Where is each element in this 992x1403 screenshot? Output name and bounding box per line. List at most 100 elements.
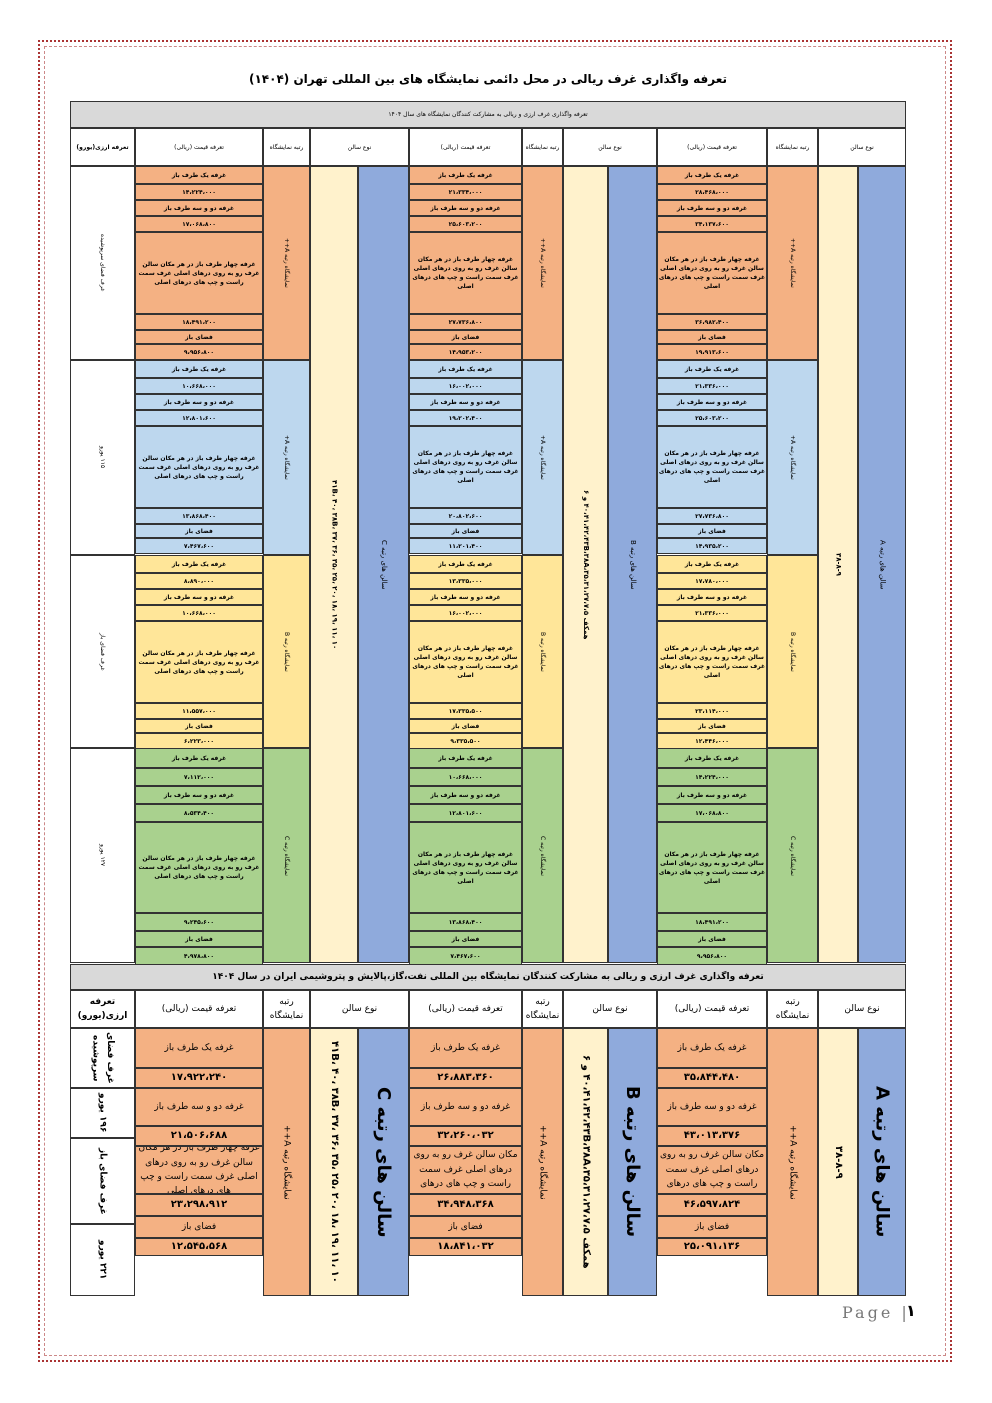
price-A-0-3: ۱۹،۹۱۳،۶۰۰: [657, 344, 767, 360]
row-label-open-B-1-text: فضای باز: [451, 527, 480, 535]
price-C-2-0: ۸،۸۹۰،۰۰۰: [135, 573, 263, 589]
price-B-1-0: ۱۶،۰۰۲،۰۰۰: [409, 378, 522, 394]
price-A-2-1-text: ۲۱،۳۳۶،۰۰۰: [695, 609, 729, 617]
rank-B-1: نمایشگاه رتبه A+: [522, 360, 563, 555]
header2-hall-type-C: نوع سالن: [310, 990, 409, 1028]
row-label-four-A-0-text: غرفه چهار طرف باز در هر مکان سالن غرف رو…: [658, 256, 766, 290]
hall2-name-B-text: سالن های رتبه B: [622, 1086, 643, 1238]
header-currency: تعرفه ارزی(یورو): [70, 128, 135, 166]
rank-B-0: نمایشگاه رتبه A++: [522, 166, 563, 360]
hall2-name-A-text: سالن های رتبه A: [871, 1086, 893, 1238]
price2-B-0: ۲۶،۸۸۳،۳۶۰: [409, 1068, 522, 1088]
price-B-2-3-text: ۹،۳۳۵،۵۰۰: [450, 737, 481, 745]
rank-C-3: نمایشگاه رتبه C: [263, 748, 310, 963]
currency2-3: ۲۲۱ یورو: [70, 1224, 135, 1296]
row-label-four-B-1: غرفه چهار طرف باز در هر مکان سالن غرف رو…: [409, 426, 522, 508]
row-label-one-B-0-text: غرفه یک طرف باز: [438, 171, 493, 179]
price-C-1-2: ۱۳،۸۶۸،۴۰۰: [135, 508, 263, 524]
row-label-open-C-2-text: فضای باز: [185, 722, 213, 730]
price-C-3-2-text: ۹،۲۴۵،۶۰۰: [183, 918, 215, 926]
price-A-1-2: ۲۷،۷۳۶،۸۰۰: [657, 508, 767, 524]
row-label-two-B-3-text: غرفه دو و سه طرف باز: [430, 791, 501, 799]
price-A-2-2: ۲۳،۱۱۴،۰۰۰: [657, 703, 767, 719]
price-B-0-1-text: ۲۵،۶۰۳،۲۰۰: [448, 220, 483, 228]
row-label-open-C-2: فضای باز: [135, 719, 263, 733]
row-label-one-A-2: غرفه یک طرف باز: [657, 555, 767, 573]
price-B-0-0: ۲۱،۳۳۴،۰۰۰: [409, 184, 522, 200]
row-label-four-B-3-text: غرفه چهار طرف باز در هر مکان سالن غرف رو…: [412, 850, 519, 885]
hall-numbers-A-text: ۳۸-۸-۹: [834, 553, 843, 576]
header-rank-C-text: رتبه نمایشگاه: [269, 143, 304, 151]
row-label-two-C-3: غرفه دو و سه طرف باز: [135, 786, 263, 804]
row-label-four-B-0: غرفه چهار طرف باز در هر مکان سالن غرف رو…: [409, 232, 522, 314]
rank-C-3-text: نمایشگاه رتبه C: [283, 835, 290, 876]
row-label-open-A-3: فضای باز: [657, 931, 767, 947]
table1-caption-text: تعرفه واگذاری غرف ارزی و ریالی به مشارکت…: [388, 111, 588, 118]
row2-label-open-C: فضای باز: [135, 1216, 263, 1238]
row-label-four-A-2: غرفه چهار طرف باز در هر مکان سالن غرف رو…: [657, 621, 767, 703]
row2-label-one-C: غرفه یک طرف باز: [135, 1028, 263, 1068]
row-label-two-B-1-text: غرفه دو و سه طرف باز: [430, 398, 501, 406]
price2-C-0: ۱۷،۹۲۲،۲۴۰: [135, 1068, 263, 1088]
row-label-one-A-1: غرفه یک طرف باز: [657, 360, 767, 378]
row-label-four-A-3-text: غرفه چهار طرف باز در هر مکان سالن غرف رو…: [658, 850, 766, 885]
price-C-1-1-text: ۱۲،۸۰۱،۶۰۰: [182, 414, 216, 422]
row-label-one-B-3: غرفه یک طرف باز: [409, 748, 522, 768]
rank-A-2-text: نمایشگاه رتبه B: [789, 631, 796, 672]
price-C-3-3-text: ۴،۹۷۸،۸۰۰: [183, 952, 215, 960]
header2-rank-A: رتبه نمایشگاه: [767, 990, 818, 1028]
price-C-2-1: ۱۰،۶۶۸،۰۰۰: [135, 605, 263, 621]
row-label-four-B-2-text: غرفه چهار طرف باز در هر مکان سالن غرف رو…: [412, 645, 519, 679]
row-label-two-C-0-text: غرفه دو و سه طرف باز: [163, 204, 235, 212]
price-C-3-1-text: ۸،۵۳۴،۴۰۰: [183, 809, 215, 817]
price-A-3-2-text: ۱۸،۴۹۱،۲۰۰: [695, 918, 729, 926]
price-B-1-1-text: ۱۹،۲۰۲،۴۰۰: [448, 414, 483, 422]
row-label-open-A-3-text: فضای باز: [698, 935, 726, 943]
rank-B-0-text: نمایشگاه رتبه A++: [539, 238, 546, 288]
row-label-one-B-1-text: غرفه یک طرف باز: [438, 365, 493, 373]
price-A-1-1-text: ۲۵،۶۰۳،۲۰۰: [695, 414, 729, 422]
price-C-2-0-text: ۸،۸۹۰،۰۰۰: [183, 577, 215, 585]
price-B-1-0-text: ۱۶،۰۰۲،۰۰۰: [448, 382, 483, 390]
header-hall-type-A: نوع سالن: [818, 128, 906, 166]
price-B-2-2: ۱۷،۳۳۵،۵۰۰: [409, 703, 522, 719]
header2-hall-type-C-text: نوع سالن: [341, 1003, 378, 1014]
row-label-two-A-3: غرفه دو و سه طرف باز: [657, 786, 767, 804]
header-rank-A-text: رتبه نمایشگاه: [775, 143, 810, 151]
price-A-2-0-text: ۱۷،۷۸۰،۰۰۰: [695, 577, 729, 585]
price-C-1-1: ۱۲،۸۰۱،۶۰۰: [135, 410, 263, 426]
rank2-B: نمایشگاه رتبه A++: [522, 1028, 563, 1296]
price-B-1-3: ۱۱،۲۰۱،۴۰۰: [409, 538, 522, 554]
row-label-one-A-0: غرفه یک طرف باز: [657, 166, 767, 184]
row-label-one-A-2-text: غرفه یک طرف باز: [684, 560, 740, 568]
currency-0-text: غرف فضای سرپوشیده: [99, 234, 106, 292]
price2-B-1: ۳۲،۲۶۰،۰۳۲: [409, 1126, 522, 1146]
price2-A-0-text: ۳۵،۸۴۴،۴۸۰: [683, 1072, 741, 1083]
price-C-1-0: ۱۰،۶۶۸،۰۰۰: [135, 378, 263, 394]
rank-A-0: نمایشگاه رتبه A++: [767, 166, 818, 360]
rank-B-1-text: نمایشگاه رتبه A+: [539, 435, 546, 480]
hall2-name-C-text: سالن های رتبه C: [373, 1086, 394, 1238]
hall-numbers-C-text: ۴۱B، ۴۰، ۳۸B، ۳۷، ۳۶، ۳۵، ۲۵، ۲۰، ۱۸، ۱۹…: [330, 479, 339, 650]
row2-label-two-B-text: غرفه دو و سه طرف باز: [420, 1101, 511, 1112]
row2-label-two-B: غرفه دو و سه طرف باز: [409, 1088, 522, 1126]
price-C-1-3: ۷،۴۶۷،۶۰۰: [135, 538, 263, 554]
price-A-3-3: ۹،۹۵۶،۸۰۰: [657, 947, 767, 965]
hall2-numbers-A: ۳۸-۸-۹: [818, 1028, 858, 1296]
row-label-one-B-1: غرفه یک طرف باز: [409, 360, 522, 378]
hall-numbers-B: همکف ۴۰،۴۱،۴۲،۴۳B،۳۸A،۳۵،۳۱،۲۷،۷،۵ و ۶: [563, 166, 608, 963]
price-C-0-2-text: ۱۸،۴۹۱،۲۰۰: [182, 318, 216, 326]
row-label-one-C-3-text: غرفه یک طرف باز: [171, 754, 227, 762]
price-B-3-3-text: ۷،۴۶۷،۶۰۰: [450, 952, 481, 960]
row-label-four-C-0-text: غرفه چهار طرف باز در هر مکان سالن غرف رو…: [138, 260, 260, 286]
rank-B-2-text: نمایشگاه رتبه B: [539, 631, 546, 672]
price-C-0-0-text: ۱۴،۲۲۴،۰۰۰: [182, 188, 216, 196]
row2-label-one-A-text: غرفه یک طرف باز: [677, 1042, 747, 1053]
row-label-four-C-3: غرفه چهار طرف باز در هر مکان سالن غرف رو…: [135, 822, 263, 913]
header2-price-C-text: تعرفه قیمت (ریالی): [161, 1003, 237, 1014]
row-label-four-A-2-text: غرفه چهار طرف باز در هر مکان سالن غرف رو…: [658, 645, 766, 679]
price2-A-0: ۳۵،۸۴۴،۴۸۰: [657, 1068, 767, 1088]
row2-label-four-B: غرفه چهار طرف باز در هر مکان سالن غرف رو…: [409, 1146, 522, 1194]
price-A-2-3-text: ۱۲،۴۴۶،۰۰۰: [695, 737, 729, 745]
price-B-3-0: ۱۰،۶۶۸،۰۰۰: [409, 768, 522, 786]
